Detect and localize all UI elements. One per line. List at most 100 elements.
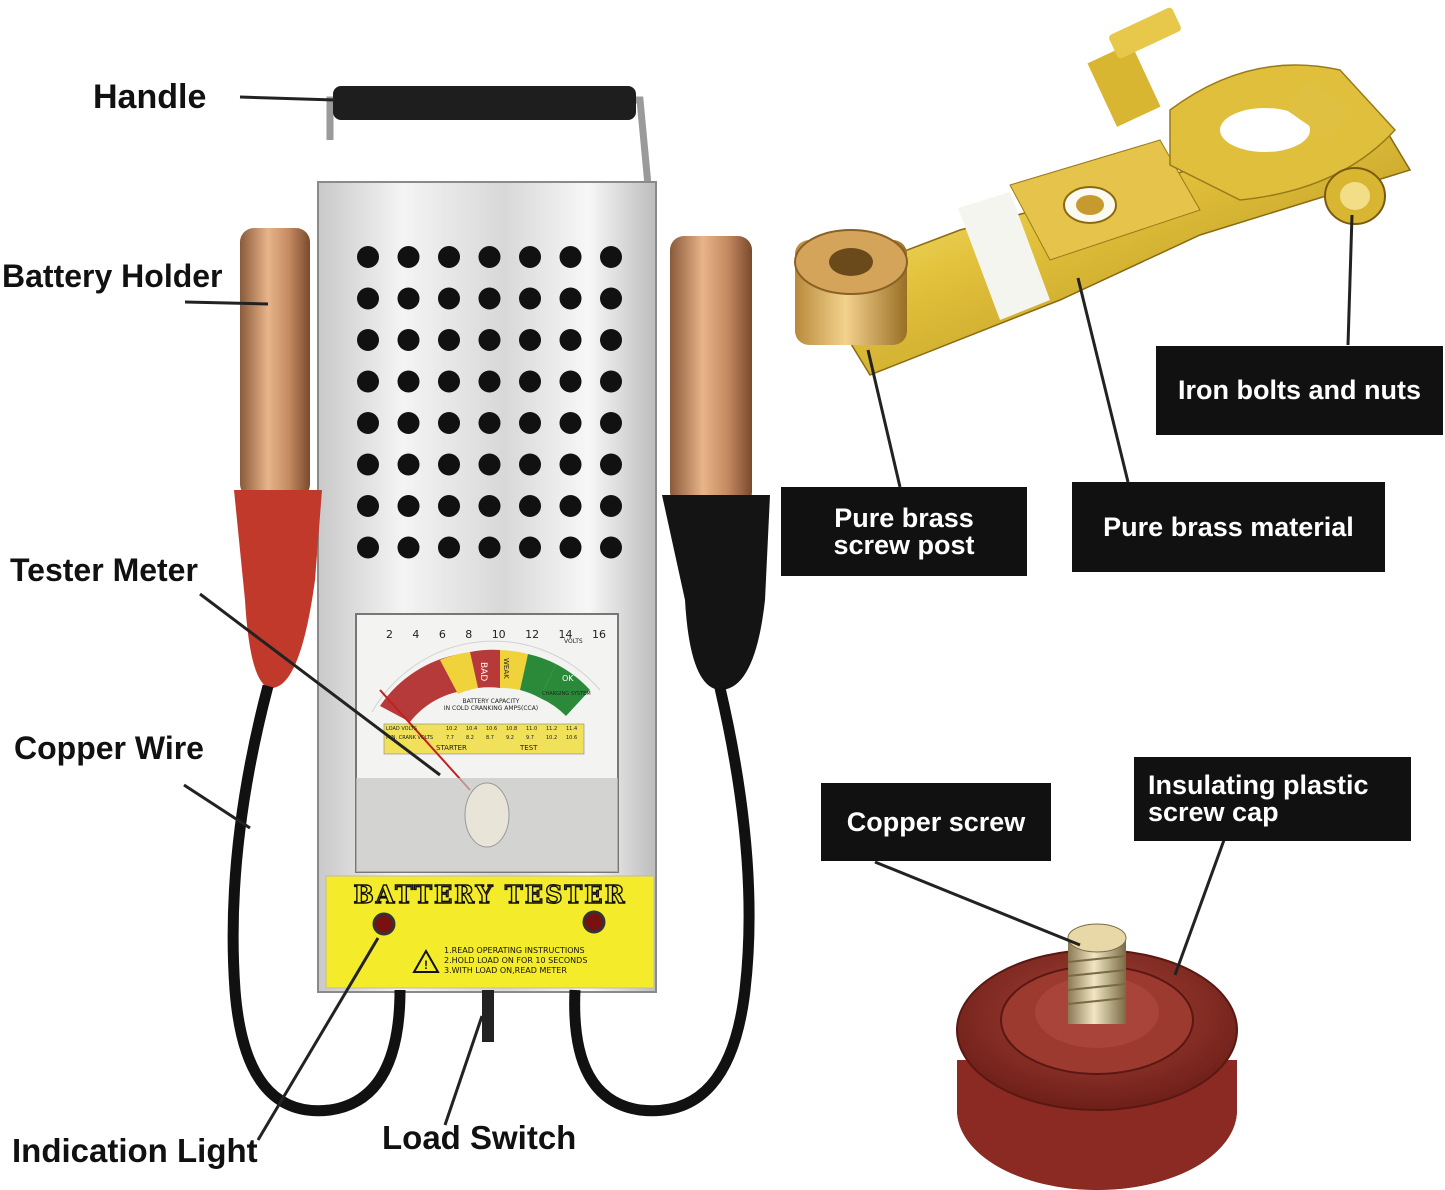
load-volts-value: 10.4 (466, 726, 478, 732)
vent-hole (397, 329, 420, 351)
iron-bolts-tag: Iron bolts and nuts (1156, 346, 1443, 435)
vent-hole (600, 453, 622, 476)
vent-hole (438, 246, 460, 268)
scale-number: 2 (386, 628, 393, 641)
vent-hole (478, 412, 501, 434)
vent-hole (600, 495, 622, 517)
capacity-line-2: IN COLD CRANKING AMPS(CCA) (443, 705, 539, 713)
vent-hole (357, 287, 379, 310)
min-crank-label: MIN. CRANK VOLTS (386, 735, 434, 741)
load-switch-label: Load Switch (382, 1119, 577, 1156)
copper-screw-text: Copper screw (846, 806, 1026, 837)
vent-hole (519, 495, 541, 517)
vent-hole (438, 453, 460, 476)
load-volts-label: LOAD VOLTS (386, 726, 417, 732)
vent-hole (519, 370, 541, 393)
vent-hole (600, 412, 622, 434)
min-crank-value: 9.7 (526, 735, 534, 741)
vent-hole (519, 246, 541, 268)
min-crank-value: 7.7 (446, 735, 454, 741)
battery-holder-label: Battery Holder (2, 258, 223, 294)
min-crank-value: 10.2 (546, 735, 558, 741)
instruction-1: 1.READ OPERATING INSTRUCTIONS (444, 946, 585, 955)
ok-zone-label: OK (562, 674, 574, 683)
svg-text:!: ! (424, 958, 428, 972)
vent-hole (519, 329, 541, 351)
vent-hole (559, 495, 582, 517)
starter-label: STARTER (436, 744, 467, 752)
vent-hole (519, 536, 541, 559)
brass-post-line-2: screw post (833, 529, 975, 560)
vent-hole (397, 246, 420, 268)
vent-hole (438, 495, 460, 517)
vent-hole (478, 287, 501, 310)
charging-system-label: CHARGING SYSTEM (542, 691, 591, 697)
scale-number: 10 (491, 628, 506, 641)
vent-hole (559, 287, 582, 310)
weak-zone-label: WEAK (502, 658, 510, 679)
vent-hole (478, 453, 501, 476)
vent-hole (438, 329, 460, 351)
capacity-label: BATTERY CAPACITY IN COLD CRANKING AMPS(C… (416, 698, 566, 712)
screw-cap (956, 923, 1238, 1190)
leader-lines (183, 95, 1354, 1141)
min-crank-row: MIN. CRANK VOLTS 7.7 8.2 8.7 9.2 9.7 10.… (386, 735, 586, 741)
vent-hole (519, 453, 541, 476)
vent-hole (438, 287, 460, 310)
vent-hole (397, 370, 420, 393)
brass-post-line-1: Pure brass (834, 502, 974, 533)
vent-hole (357, 412, 379, 434)
vent-hole (438, 370, 460, 393)
test-label: TEST (520, 744, 538, 752)
scale-number: 8 (465, 628, 473, 641)
load-volts-row: LOAD VOLTS 10.2 10.4 10.6 10.8 11.0 11.2… (386, 726, 586, 732)
handle-label: Handle (93, 78, 207, 116)
indication-light-label: Indication Light (12, 1132, 258, 1169)
vent-hole (357, 329, 379, 351)
vent-hole (600, 329, 622, 351)
load-volts-value: 11.0 (526, 726, 538, 732)
min-crank-value: 10.6 (566, 735, 578, 741)
vent-hole (357, 536, 379, 559)
meter-scale: 2 4 6 8 10 12 14 16 (386, 628, 606, 641)
vent-hole (397, 536, 420, 559)
vent-hole (559, 536, 582, 559)
load-volts-value: 11.4 (566, 726, 578, 732)
vent-hole (559, 412, 582, 434)
vent-hole (357, 453, 379, 476)
vent-hole (519, 287, 541, 310)
vent-hole (559, 246, 582, 268)
instruction-3: 3.WITH LOAD ON,READ METER (444, 966, 567, 975)
capacity-line-1: BATTERY CAPACITY (462, 698, 520, 705)
panel-title: BATTERY TESTER (353, 879, 627, 909)
vent-hole (478, 536, 501, 559)
scale-number: 14 (558, 628, 573, 641)
min-crank-value: 8.7 (486, 735, 494, 741)
vent-hole (438, 412, 460, 434)
vent-hole (600, 246, 622, 268)
bad-zone-label: BAD (478, 662, 488, 682)
vent-hole (397, 453, 420, 476)
insulating-cap-tag: Insulating plastic screw cap (1134, 757, 1411, 841)
load-volts-value: 10.8 (506, 726, 518, 732)
vent-hole (478, 329, 501, 351)
copper-screw-tag: Copper screw (821, 783, 1051, 861)
battery-tester-device: ! (227, 86, 770, 1117)
vent-hole (600, 536, 622, 559)
scale-number: 4 (412, 628, 420, 641)
load-volts-value: 11.2 (546, 726, 558, 732)
brass-post-tag: Pure brass screw post (781, 487, 1027, 576)
vent-hole (559, 329, 582, 351)
vent-hole (600, 370, 622, 393)
load-volts-value: 10.6 (486, 726, 498, 732)
panel-instructions: 1.READ OPERATING INSTRUCTIONS 2.HOLD LOA… (444, 946, 587, 976)
vent-hole (559, 370, 582, 393)
vent-hole (357, 246, 379, 268)
insulating-cap-line-2: screw cap (1148, 797, 1279, 827)
brass-material-text: Pure brass material (1103, 511, 1354, 542)
min-crank-value: 9.2 (506, 735, 514, 741)
vent-hole (478, 370, 501, 393)
insulating-cap-line-1: Insulating plastic (1148, 770, 1369, 800)
vent-hole (357, 495, 379, 517)
